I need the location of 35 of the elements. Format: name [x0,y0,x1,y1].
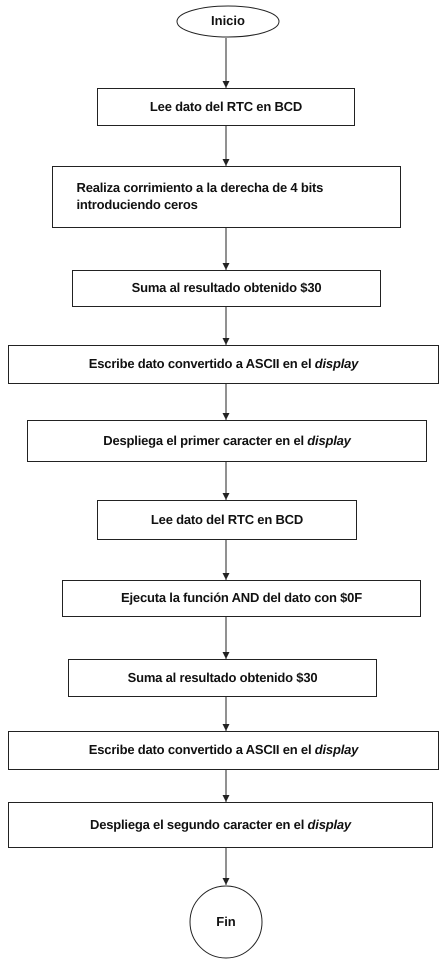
arrow [222,38,230,88]
end-terminal [189,885,263,959]
step-text: Despliega el primer caracter en el display [102,432,352,450]
arrow [222,228,230,270]
arrow [222,848,230,886]
step-text: Realiza corrimiento a la derecha de 4 bits introduciendo ceros [76,180,324,214]
arrow [222,770,230,802]
step-text: Fin [215,914,237,930]
step-text: Suma al resultado obtenido $30 [126,670,318,686]
process-box [52,166,401,228]
arrow [222,306,230,346]
step-text: Escribe dato convertido a ASCII en el display [88,742,360,759]
step-text: Inicio [210,13,246,30]
step-text: Lee dato del RTC en BCD [148,98,304,116]
arrow [222,462,230,500]
process-box [72,270,381,307]
process-box [97,500,357,540]
process-box [62,580,421,617]
arrow [222,384,230,420]
arrow [222,126,230,166]
step-text: Suma al resultado obtenido $30 [130,280,322,297]
arrow [222,616,230,660]
arrow [222,696,230,732]
process-box [68,659,377,697]
step-text: Escribe dato convertido a ASCII en el display [88,356,360,373]
step-text: Lee dato del RTC en BCD [150,512,304,528]
process-box [8,802,433,848]
step-text: Ejecuta la función AND del dato con $0F [120,590,363,607]
process-box [8,731,439,770]
arrow [222,540,230,580]
process-box [8,345,439,384]
step-text: Despliega el segundo caracter en el display [89,816,352,834]
process-box [27,420,427,462]
process-box [97,88,355,126]
start-terminal [176,5,280,38]
